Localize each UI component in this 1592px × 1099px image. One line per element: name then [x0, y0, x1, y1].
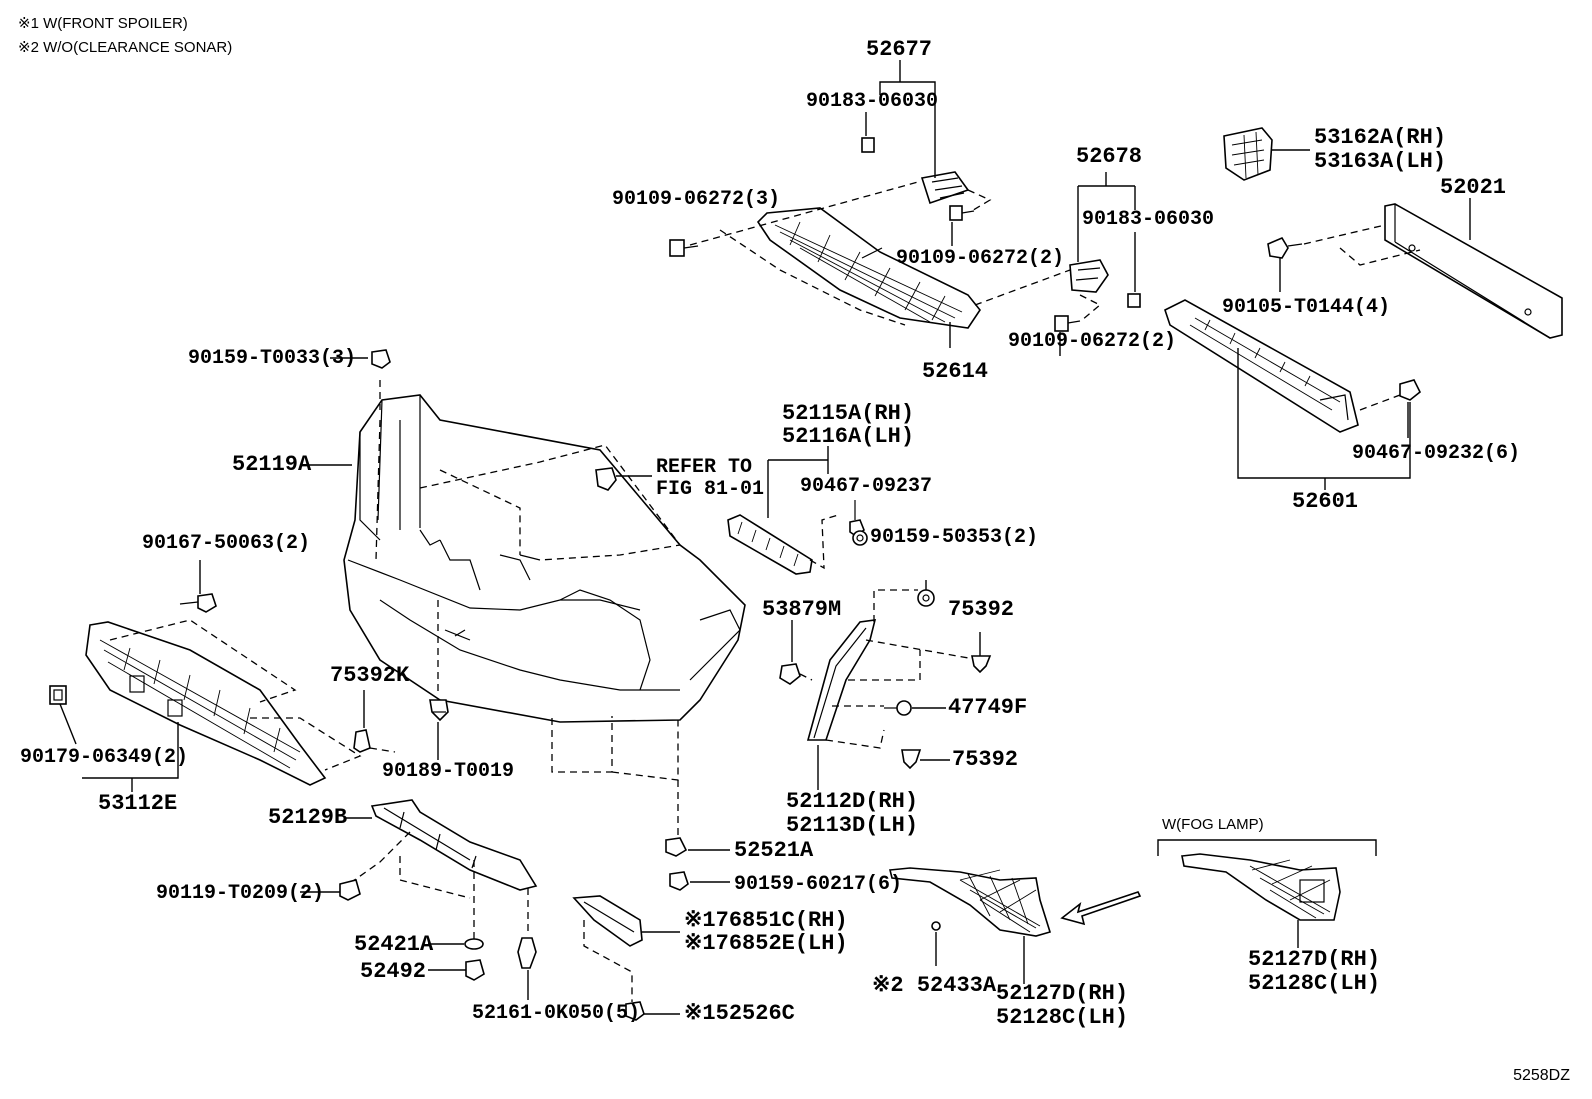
- label-90109-06272-3: 90109-06272(3): [612, 188, 781, 211]
- label-52113D: 52113D(LH): [786, 813, 919, 838]
- label-refer-to: REFER TO: [656, 456, 753, 479]
- label-90167-50063: 90167-50063(2): [142, 532, 311, 555]
- fog-cover-fog-lamp: [1181, 853, 1341, 921]
- grommet-90189: [429, 699, 449, 722]
- lower-grille-53112E: [85, 621, 327, 786]
- absorber-52601: [1164, 299, 1359, 433]
- spoiler-76851C: [572, 895, 643, 947]
- label-53163A: 53163A(LH): [1314, 149, 1447, 174]
- label-52161-0K050: 52161-0K050(5): [472, 1002, 641, 1025]
- label-52614: 52614: [922, 359, 989, 384]
- label-fig-81-01: FIG 81-01: [656, 478, 765, 501]
- label-52115A: 52115A(RH): [782, 401, 915, 426]
- label-47749F: 47749F: [948, 695, 1028, 720]
- nut-90183-b: [1127, 293, 1141, 308]
- label-75392-lower: 75392: [952, 747, 1019, 772]
- note-front-spoiler: ※1 W(FRONT SPOILER): [18, 15, 188, 32]
- direction-arrow: [1060, 891, 1142, 926]
- label-90189-T0019: 90189-T0019: [382, 760, 515, 783]
- label-52521A: 52521A: [734, 838, 814, 863]
- label-90119-T0209: 90119-T0209(2): [156, 882, 325, 905]
- bolt-52492: [465, 959, 485, 981]
- clip-75392-lower: [901, 749, 922, 770]
- grommet-47749F: [884, 700, 912, 716]
- clip-52526C: [625, 1001, 645, 1021]
- nut-90179: [49, 685, 67, 705]
- label-90159-50353: 90159-50353(2): [870, 526, 1039, 549]
- fog-cover-52127D: [888, 867, 1052, 937]
- diagram-code: 5258DZ: [1513, 1067, 1570, 1084]
- nut-90167: [179, 593, 217, 613]
- label-52127D-a: 52127D(RH): [996, 981, 1129, 1006]
- label-52119A: 52119A: [232, 452, 312, 477]
- nut-90183-a: [861, 137, 875, 153]
- label-90159-T0033: 90159-T0033(3): [188, 347, 357, 370]
- bolt-90109-upper: [949, 205, 975, 221]
- bracket-52115A: [727, 514, 813, 575]
- label-52601: 52601: [1292, 489, 1359, 514]
- clip-75392-upper: [971, 655, 992, 674]
- label-76851C: ※176851C(RH): [684, 908, 848, 933]
- label-52129B: 52129B: [268, 805, 348, 830]
- label-90467-09232: 90467-09232(6): [1352, 442, 1521, 465]
- label-52116A: 52116A(LH): [782, 424, 915, 449]
- sensor-52433A: [931, 921, 941, 931]
- label-75392K: 75392K: [330, 663, 410, 688]
- bumper-cover-52119A: [343, 394, 746, 723]
- label-53879M: 53879M: [762, 597, 842, 622]
- bolt-90105: [1267, 236, 1303, 259]
- label-53162A: 53162A(RH): [1314, 125, 1447, 150]
- grille-support-52614: [756, 207, 981, 329]
- under-cover-52129B: [370, 799, 538, 891]
- bracket-53162A: [1223, 127, 1273, 181]
- label-52677: 52677: [866, 37, 933, 62]
- label-90183-06030-b: 90183-06030: [1082, 208, 1215, 231]
- clip-90159-T0033: [371, 349, 391, 369]
- label-52433A: ※2 52433A: [872, 973, 997, 998]
- label-53112E: 53112E: [98, 791, 178, 816]
- clip-52161: [517, 937, 537, 969]
- bracket-52678: [1069, 259, 1109, 293]
- label-90179-06349: 90179-06349(2): [20, 746, 189, 769]
- label-52021: 52021: [1440, 175, 1507, 200]
- label-90467-09237: 90467-09237: [800, 475, 933, 498]
- label-52112D: 52112D(RH): [786, 789, 919, 814]
- label-90109-06272-2-a: 90109-06272(2): [896, 247, 1065, 270]
- bolt-90109-left: [669, 239, 699, 257]
- bracket-52677: [920, 171, 970, 205]
- reinforcement-52021: [1384, 203, 1563, 339]
- nut-90159-60217: [669, 871, 689, 891]
- label-52492: 52492: [360, 959, 427, 984]
- label-90109-06272-2-b: 90109-06272(2): [1008, 330, 1177, 353]
- bolt-90109-lower: [1054, 315, 1081, 332]
- label-52128C-b: 52128C(LH): [1248, 971, 1381, 996]
- clip-53879M: [779, 663, 801, 685]
- label-w-fog-lamp: W(FOG LAMP): [1162, 816, 1264, 833]
- clip-90467-09232: [1399, 379, 1422, 401]
- bolt-90119: [339, 879, 361, 901]
- label-75392-upper: 75392: [948, 597, 1015, 622]
- note-clearance-sonar: ※2 W/O(CLEARANCE SONAR): [18, 39, 233, 56]
- nut-90159-50353: [852, 530, 868, 546]
- label-52421A: 52421A: [354, 932, 434, 957]
- label-90105-T0144: 90105-T0144(4): [1222, 296, 1391, 319]
- label-52678: 52678: [1076, 144, 1143, 169]
- label-90159-60217: 90159-60217(6): [734, 873, 903, 896]
- label-52526C: ※152526C: [684, 1001, 795, 1026]
- label-90183-06030-a: 90183-06030: [806, 90, 939, 113]
- label-52128C-a: 52128C(LH): [996, 1005, 1129, 1030]
- clip-52521A: [665, 837, 688, 857]
- clip-refer-fig: [595, 467, 617, 491]
- nut-clip-upper: [917, 589, 935, 607]
- label-76852E: ※176852E(LH): [684, 931, 848, 956]
- label-52127D-b: 52127D(RH): [1248, 947, 1381, 972]
- moulding-52112D: [806, 619, 877, 741]
- clip-75392K: [353, 729, 371, 753]
- washer-52421A: [464, 938, 484, 950]
